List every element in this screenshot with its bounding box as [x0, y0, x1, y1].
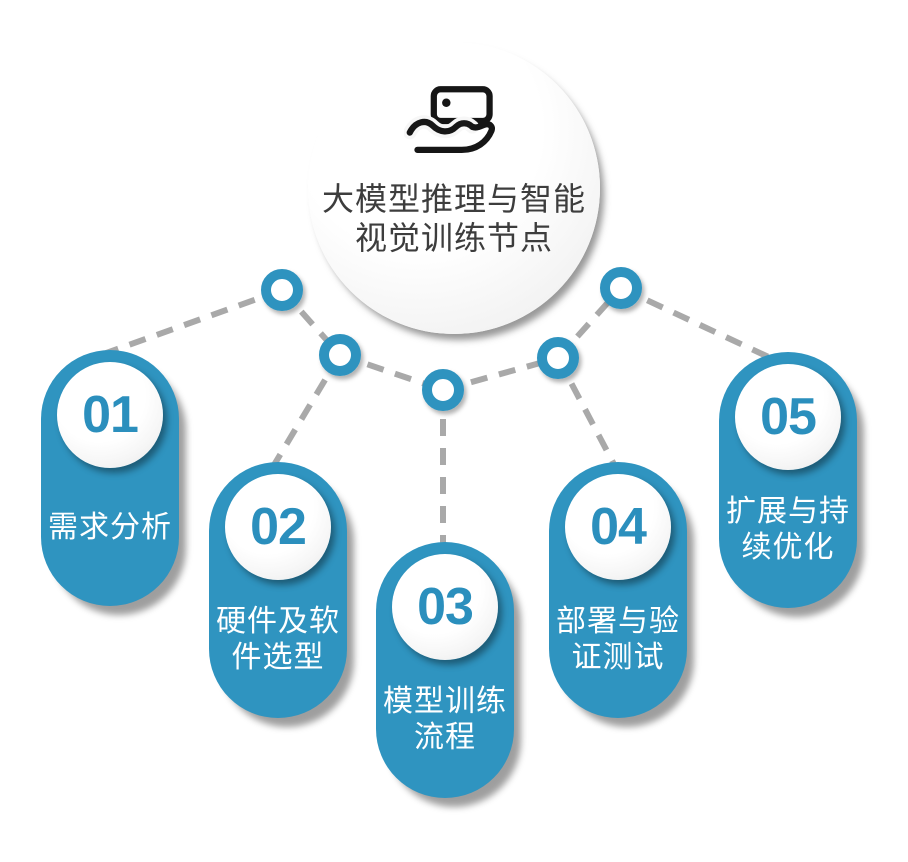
step-03-label-line2: 流程	[414, 721, 476, 754]
step-05-label-line1: 扩展与持	[726, 495, 850, 528]
step-02-label-line2: 件选型	[231, 641, 325, 674]
step-02-label-line1: 硬件及软	[216, 605, 340, 638]
step-01-number: 01	[82, 386, 139, 444]
step-04-number-circle: 04	[565, 474, 671, 580]
connector-node-1	[261, 269, 303, 311]
connector-node-4	[537, 337, 579, 379]
step-pill-02: 02 硬件及软 件选型	[209, 462, 347, 718]
step-02-label: 硬件及软 件选型	[209, 578, 347, 702]
connector-node-5	[600, 267, 642, 309]
connector-n5-pill5	[619, 285, 777, 363]
card-dot	[442, 98, 451, 107]
connector-node-2	[319, 334, 361, 376]
step-01-number-circle: 01	[57, 362, 163, 468]
step-04-label-line1: 部署与验	[556, 605, 680, 638]
connector-n4-pill4	[555, 356, 620, 472]
step-pill-03: 03 模型训练 流程	[376, 542, 514, 798]
step-04-label-line2: 证测试	[571, 641, 665, 674]
step-02-number-circle: 02	[225, 474, 331, 580]
step-05-label: 扩展与持 续优化	[719, 468, 857, 592]
step-04-number: 04	[590, 498, 647, 556]
step-05-number-circle: 05	[735, 364, 841, 470]
step-pill-05: 05 扩展与持 续优化	[719, 352, 857, 608]
center-title: 大模型推理与智能 视觉训练节点	[322, 180, 586, 258]
step-03-number: 03	[417, 578, 474, 636]
step-05-number: 05	[760, 388, 817, 446]
center-title-line1: 大模型推理与智能	[321, 181, 586, 217]
step-03-label: 模型训练 流程	[376, 658, 514, 782]
center-title-line2: 视觉训练节点	[354, 220, 553, 256]
hand-holding-card-icon	[404, 86, 495, 154]
step-01-label: 需求分析	[41, 466, 179, 590]
step-pill-04: 04 部署与验 证测试	[549, 462, 687, 718]
center-node: 大模型推理与智能 视觉训练节点	[308, 42, 600, 334]
step-01-label-line1: 需求分析	[48, 511, 172, 544]
step-02-number: 02	[250, 498, 307, 556]
step-03-label-line1: 模型训练	[383, 685, 507, 718]
step-pill-01: 01 需求分析	[41, 350, 179, 606]
connector-n1-pill1	[96, 287, 284, 359]
step-04-label: 部署与验 证测试	[549, 578, 687, 702]
step-05-label-line2: 续优化	[741, 531, 835, 564]
connector-node-3	[422, 369, 464, 411]
step-03-number-circle: 03	[392, 554, 498, 660]
connector-n2-pill2	[268, 353, 343, 472]
